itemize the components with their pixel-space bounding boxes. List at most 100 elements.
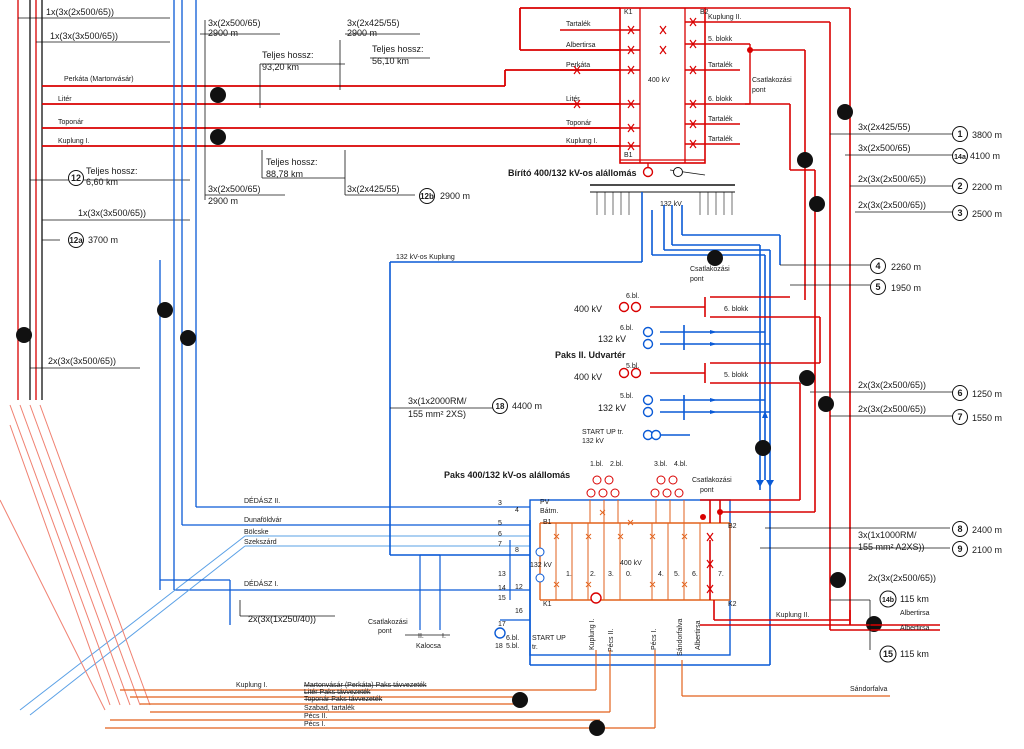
- feeder-label: Sándorfalva: [677, 619, 684, 656]
- bay-label: Tartalék: [566, 21, 591, 28]
- line-label: Albertirsa: [900, 610, 930, 617]
- feeder-number: 18: [495, 643, 503, 650]
- cable-spec: 3x(2x425/55): [858, 122, 911, 132]
- yard-title: Paks II. Udvartér: [555, 350, 626, 360]
- bay-label: 6. blokk: [708, 96, 733, 103]
- birito-bays: [596, 192, 733, 215]
- total-length-label: Teljes hossz:: [262, 50, 314, 60]
- connection-point-label: Csatlakozási: [752, 77, 792, 84]
- voltage-label: 132 kV: [660, 201, 682, 208]
- feeder-number: 5: [498, 520, 502, 527]
- cable-number: 6: [957, 388, 962, 398]
- transformer-symbol: [494, 627, 506, 639]
- bus-label: B2: [700, 9, 709, 16]
- voltage-label: 400 kV: [574, 304, 602, 314]
- cable-length: 4100 m: [970, 151, 1000, 161]
- bay-label: Tartalék: [708, 136, 733, 143]
- feeder-label: Bátm.: [540, 508, 558, 515]
- unit-label: 5.bl.: [626, 363, 639, 370]
- bay-number: 0.: [626, 571, 632, 578]
- junction-dot: [700, 514, 706, 520]
- junction-dot: [589, 720, 605, 736]
- connection-point-label: Csatlakozási: [690, 266, 730, 273]
- cable-length: 2400 m: [972, 525, 1002, 535]
- bay-label: Kuplung I.: [566, 138, 598, 145]
- cable-number-badge: [68, 232, 84, 248]
- cable-number-badge: [952, 178, 968, 194]
- bay-label: Kuplung II.: [708, 14, 742, 21]
- feeder-label: tr.: [532, 644, 538, 651]
- cable-number-badge: [870, 258, 886, 274]
- cable-spec: 3x(2x500/65): [208, 184, 261, 194]
- cable-length: 4400 m: [512, 401, 542, 411]
- left-bottom-leaders: [239, 600, 450, 636]
- bay-number: 5.: [674, 571, 680, 578]
- generator-symbol: [618, 301, 630, 313]
- left-top-feeders: [17, 0, 620, 400]
- line-label-kuplung: Kuplung I.: [58, 138, 90, 145]
- cable-length: 2900 m: [208, 196, 238, 206]
- paks-cb-markers: [553, 509, 688, 588]
- line-label: Bölcske: [244, 529, 269, 536]
- bus-label: K2: [728, 601, 737, 608]
- cable-length: 2260 m: [891, 262, 921, 272]
- feeder-label: II.: [418, 633, 424, 640]
- total-length-label: Teljes hossz:: [266, 157, 318, 167]
- bay-number: 4.: [658, 571, 664, 578]
- feeder-number: 3: [498, 500, 502, 507]
- connection-point-label: pont: [690, 276, 704, 283]
- feeder-label: START UP: [532, 635, 566, 642]
- generator-symbol: [590, 592, 602, 604]
- line-label: Szabad, tartalék: [304, 705, 355, 712]
- line-label: 132 kV-os Kuplung: [396, 254, 455, 261]
- cable-label: 1x(3x(3x500/65)): [78, 208, 146, 218]
- feeder-number: 16: [515, 608, 523, 615]
- line-label: Pécs I.: [304, 721, 325, 728]
- feeder-label: Kalocsa: [416, 643, 441, 650]
- bay-number: 2.: [590, 571, 596, 578]
- cable-spec: 3x(2x425/55): [347, 184, 400, 194]
- line-label: Kuplung II.: [776, 612, 810, 619]
- block-label: 6. blokk: [724, 306, 749, 313]
- cable-number-badge: [879, 590, 897, 608]
- voltage-label: 132 kV: [582, 438, 604, 445]
- bay-label: Tartalék: [708, 62, 733, 69]
- cable-number: 1: [957, 129, 962, 139]
- unit-label: 2.bl.: [610, 461, 623, 468]
- connection-point-label: Csatlakozási: [368, 619, 408, 626]
- cable-spec: 3x(2x500/65): [858, 143, 911, 153]
- cable-label: 1x(3x(2x500/65)): [46, 7, 114, 17]
- feeder-number: 6: [498, 531, 502, 538]
- transformer-symbol: [535, 573, 545, 583]
- substation-title: Bírító 400/132 kV-os alállomás: [508, 168, 637, 178]
- transformer-symbol: [642, 406, 654, 418]
- connection-point-label: pont: [378, 628, 392, 635]
- line-label: Pécs II.: [304, 713, 327, 720]
- cable-number: 3: [957, 208, 962, 218]
- cable-length: 1950 m: [891, 283, 921, 293]
- bay-label: Toponár: [566, 120, 592, 127]
- unit-label: 1.bl.: [590, 461, 603, 468]
- cable-spec: 155 mm² A2XS)): [858, 542, 925, 552]
- cable-number-badge: [419, 188, 435, 204]
- cable-length: 3700 m: [88, 235, 118, 245]
- line-label: Toponár Paks távvezeték: [304, 696, 383, 703]
- total-length: 93,20 km: [262, 62, 299, 72]
- junction-dot: [747, 47, 753, 53]
- transformer-symbol: [642, 326, 654, 338]
- transformer-symbol: [642, 394, 654, 406]
- line-label: Dunaföldvár: [244, 517, 282, 524]
- block-label: 5. blokk: [724, 372, 749, 379]
- feeder-label: Albertirsa: [695, 620, 702, 650]
- junction-dot: [157, 302, 173, 318]
- junction-dot: [210, 129, 226, 145]
- line-label-toponar: Toponár: [58, 119, 84, 126]
- cable-number: 7: [957, 412, 962, 422]
- junction-dot: [180, 330, 196, 346]
- line-label: Martonvásár (Perkáta) Paks távvezeték: [304, 682, 427, 689]
- generator-symbol: [630, 367, 642, 379]
- breaker-markers: [573, 17, 697, 151]
- cable-number-badge: [952, 541, 968, 557]
- cable-length: 2900 m: [440, 191, 470, 201]
- cable-label: 1x(3x(3x500/65)): [50, 31, 118, 41]
